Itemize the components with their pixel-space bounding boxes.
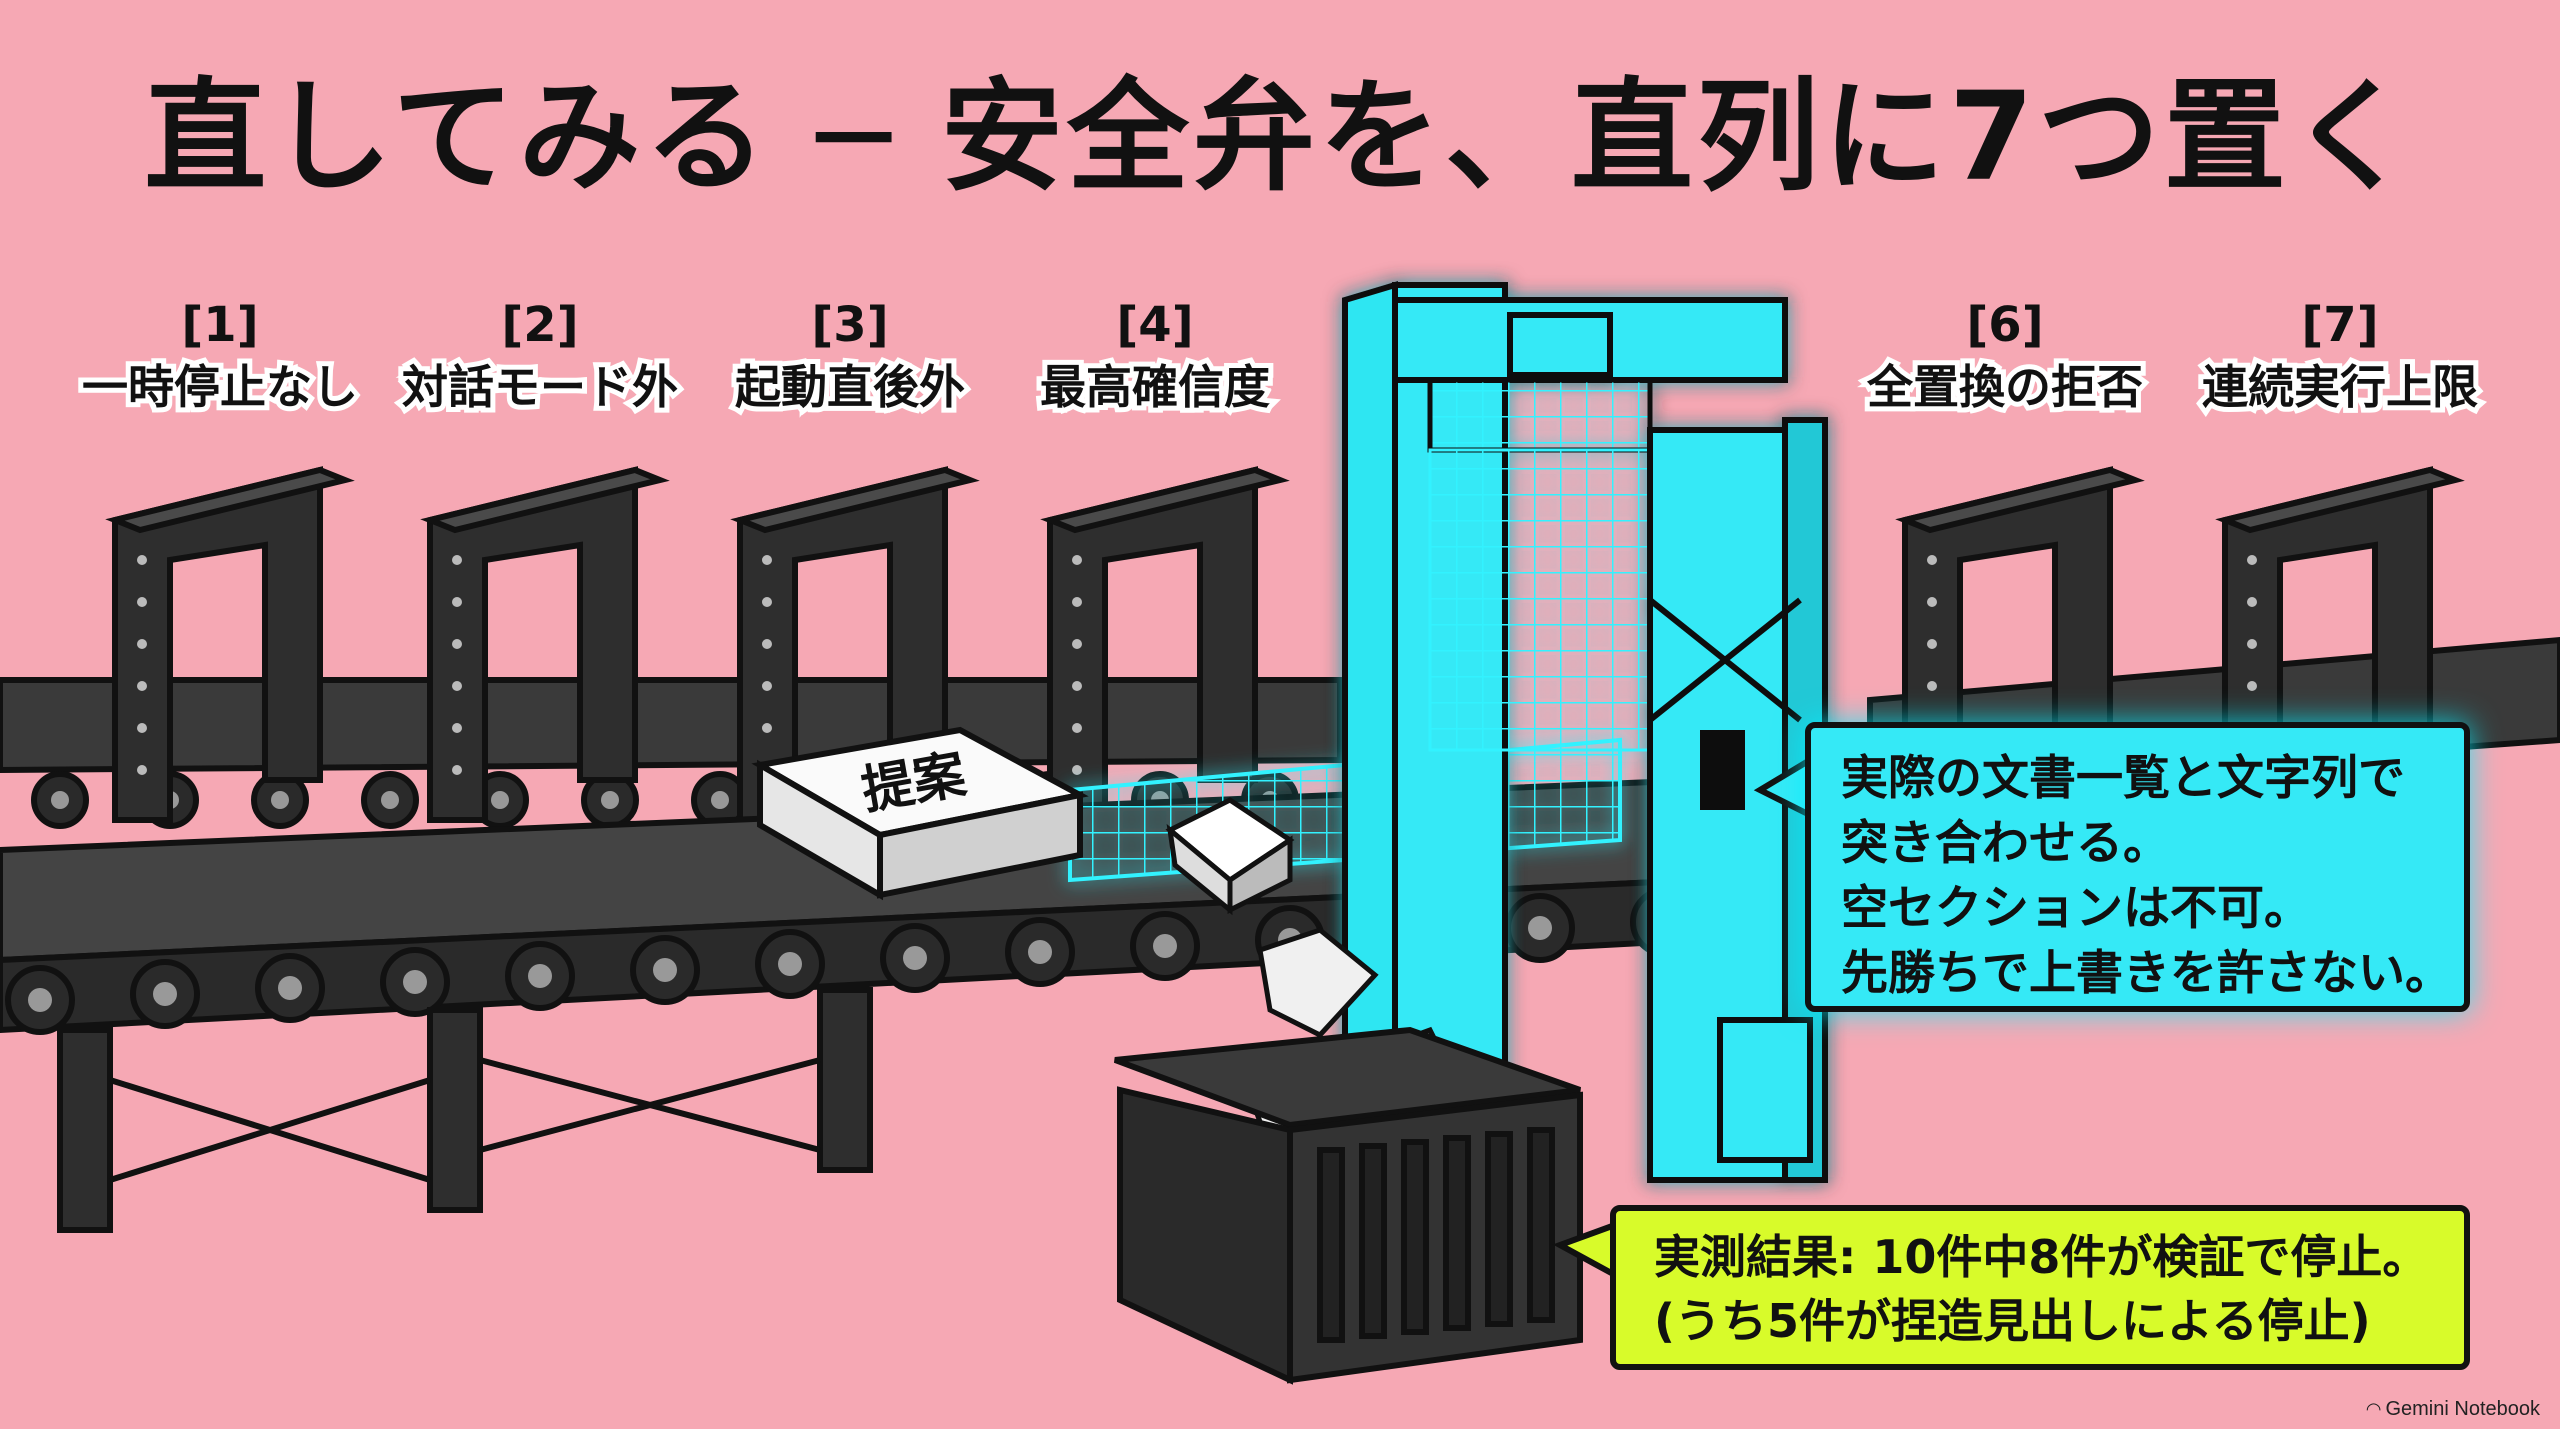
gemini-logo-icon: ◠ [2365,1399,2382,1419]
callout-line: (うち5件が捏造見出しによる停止) [1654,1294,2371,1348]
gate-number: [2] [501,297,579,353]
gate-name: 一時停止なし [77,355,363,419]
gate-label-3: [3] 起動直後外 [685,295,1015,419]
gate-arch [420,466,670,823]
gate-label-4: [4] 最高確信度 [990,295,1320,419]
gate-label-1: [1] 一時停止なし [55,295,385,419]
validation-gate [1342,280,1828,1183]
callout-line: 実測結果: 10件中8件が検証で停止。 [1654,1230,2429,1284]
callout-line: 実際の文書一覧と文字列で [1841,751,2405,806]
gate-number: [7] [2301,297,2379,353]
gate-number: [1] [181,297,259,353]
result-callout: 実測結果: 10件中8件が検証で停止。 (うち5件が捏造見出しによる停止) [1610,1205,2470,1370]
gate-label-7: [7] 連続実行上限 [2175,295,2505,419]
gate-name: 起動直後外 [730,355,970,419]
callout-line: 突き合わせる。 [1841,816,2170,871]
watermark-text: Gemini Notebook [2385,1398,2540,1420]
check-callout: 実際の文書一覧と文字列で 突き合わせる。 空セクションは不可。 先勝ちで上書きを… [1805,722,2470,1012]
gate-arch [105,466,355,823]
callout-line: 先勝ちで上書きを許さない。 [1841,946,2452,1001]
gate-name: 最高確信度 [1035,355,1275,419]
gate-label-2: [2] 対話モード外 [375,295,705,419]
trash-bin-icon [1113,1026,1583,1385]
gate-number: [3] [811,297,889,353]
gate-number: [4] [1116,297,1194,353]
gate-number: [6] [1966,297,2044,353]
proposal-box: 提案 [751,726,1089,901]
gate-arch [1040,466,1290,823]
gate-label-6: [6] 全置換の拒否 [1840,295,2170,419]
callout-line: 空セクションは不可。 [1841,881,2311,936]
gate-name: 連続実行上限 [2197,355,2483,419]
watermark: ◠Gemini Notebook [2366,1398,2540,1421]
page-title: 直してみる ─ 安全弁を、直列に7つ置く [144,66,2416,208]
gate-name: 対話モード外 [397,355,683,419]
gate-name: 全置換の拒否 [1862,355,2148,419]
